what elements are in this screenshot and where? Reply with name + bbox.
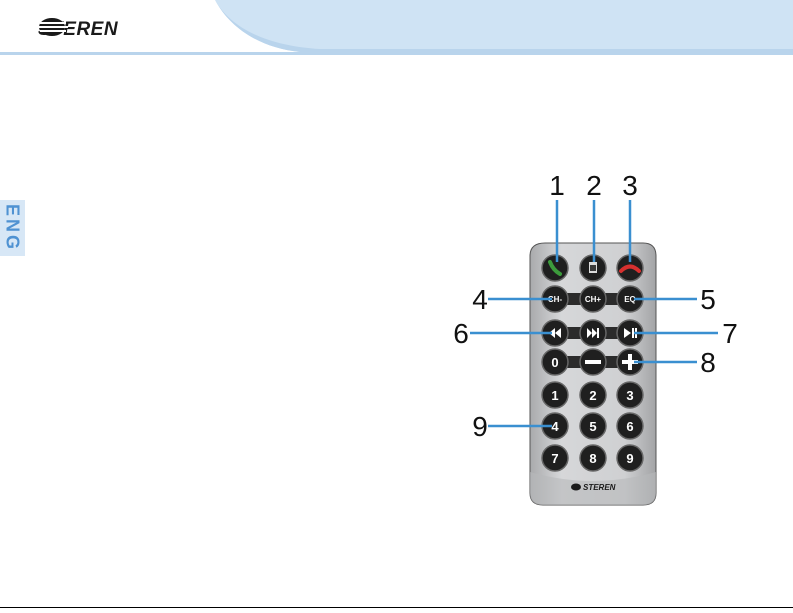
callout-8: 8	[700, 347, 716, 378]
digit-1-button[interactable]: 1	[542, 382, 568, 408]
digit-8-button[interactable]: 8	[580, 445, 606, 471]
callout-4: 4	[472, 284, 488, 315]
digit-7-button[interactable]: 7	[542, 445, 568, 471]
digit-6-button[interactable]: 6	[617, 413, 643, 439]
digit-3-button[interactable]: 3	[617, 382, 643, 408]
remote-logo-icon	[571, 484, 581, 491]
digit-0-button[interactable]: 0	[542, 349, 568, 375]
callout-1: 1	[549, 170, 565, 201]
digit-5-label: 5	[589, 419, 596, 434]
callout-9: 9	[472, 411, 488, 442]
digit-3-label: 3	[626, 388, 633, 403]
callout-6: 6	[453, 318, 469, 349]
digit-7-label: 7	[551, 451, 558, 466]
digit-8-label: 8	[589, 451, 596, 466]
remote-brand-label: STEREN	[583, 483, 616, 492]
digit-9-label: 9	[626, 451, 633, 466]
ch-plus-button[interactable]: CH+	[580, 286, 606, 312]
digit-4-label: 4	[551, 419, 559, 434]
digit-1-label: 1	[551, 388, 558, 403]
digit-0-label: 0	[551, 355, 558, 370]
callout-3: 3	[622, 170, 638, 201]
digit-9-button[interactable]: 9	[617, 445, 643, 471]
digit-6-label: 6	[626, 419, 633, 434]
digit-2-button[interactable]: 2	[580, 382, 606, 408]
call-answer-button[interactable]	[542, 255, 568, 281]
callout-5: 5	[700, 284, 716, 315]
minus-icon	[585, 360, 601, 364]
callout-2: 2	[586, 170, 602, 201]
footer-divider	[0, 607, 793, 608]
digit-5-button[interactable]: 5	[580, 413, 606, 439]
digit-2-label: 2	[589, 388, 596, 403]
next-button[interactable]	[580, 320, 606, 346]
callout-7: 7	[722, 318, 738, 349]
volume-down-button[interactable]	[580, 349, 606, 375]
ch-plus-label: CH+	[585, 295, 602, 304]
